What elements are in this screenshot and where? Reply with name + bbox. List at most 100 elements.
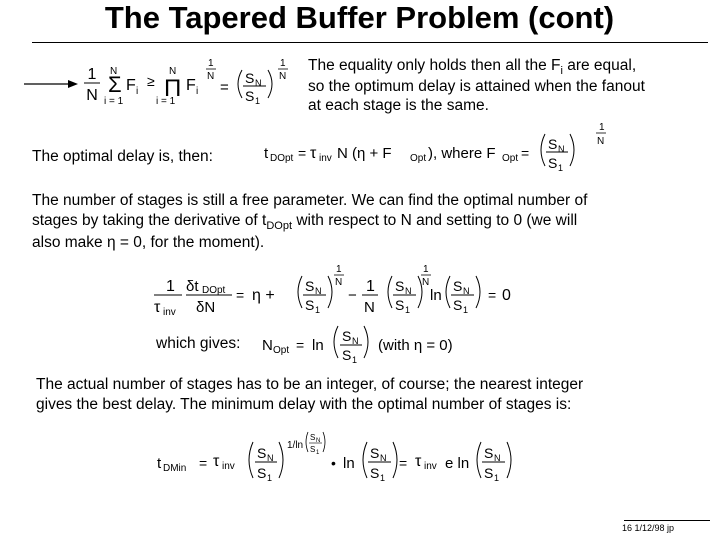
svg-text:1: 1 xyxy=(558,163,563,173)
svg-text:N: N xyxy=(267,453,274,463)
svg-text:1: 1 xyxy=(88,66,97,83)
svg-text:1: 1 xyxy=(463,305,468,315)
svg-text:Opt: Opt xyxy=(273,345,289,356)
footer-divider xyxy=(624,520,710,521)
svg-text:inv: inv xyxy=(163,307,176,318)
svg-text:=: = xyxy=(298,145,306,161)
svg-text:S: S xyxy=(395,278,404,294)
svg-text:=: = xyxy=(399,455,407,471)
svg-text:S: S xyxy=(395,297,404,313)
svg-text:ln: ln xyxy=(343,455,355,472)
svg-text:F: F xyxy=(126,77,136,94)
svg-text:S: S xyxy=(342,347,351,363)
svg-text:η +: η + xyxy=(252,287,275,304)
svg-text:S: S xyxy=(305,297,314,313)
svg-text:1: 1 xyxy=(405,305,410,315)
svg-text:DOpt: DOpt xyxy=(270,153,294,164)
free-param-line-2: stages by taking the derivative of tDOpt… xyxy=(32,212,578,233)
svg-text:δN: δN xyxy=(196,299,215,316)
svg-text:1: 1 xyxy=(352,355,357,365)
svg-text:S: S xyxy=(310,445,315,454)
equality-note-line-1: The equality only holds then all the Fi … xyxy=(308,57,637,78)
svg-text:0: 0 xyxy=(502,287,511,304)
equality-note-line-2: so the optimum delay is attained when th… xyxy=(308,78,645,95)
optimal-delay-equation: t DOpt = τ inv N (η + F Opt ), where F O… xyxy=(264,122,606,173)
svg-text:1: 1 xyxy=(423,264,429,275)
svg-text:N: N xyxy=(169,66,176,77)
svg-text:1: 1 xyxy=(267,473,272,483)
svg-text:N: N xyxy=(315,286,322,296)
svg-text:S: S xyxy=(310,433,315,442)
svg-text:e ln: e ln xyxy=(445,455,469,472)
svg-text:τ: τ xyxy=(310,145,317,162)
svg-text:S: S xyxy=(548,155,557,171)
derivative-equation: 1 τ inv δt DOpt δN = η + S N S 1 1 N − 1… xyxy=(154,264,511,318)
inequality-equation: 1 N N Σ i = 1 F i ≥ N Π i = 1 F i 1 N = … xyxy=(24,58,288,107)
svg-text:N: N xyxy=(463,286,470,296)
svg-text:1: 1 xyxy=(315,305,320,315)
svg-text:τ: τ xyxy=(415,453,422,470)
svg-text:t: t xyxy=(264,145,269,162)
svg-text:N: N xyxy=(597,136,604,147)
svg-text:N: N xyxy=(422,277,429,288)
svg-text:Opt: Opt xyxy=(502,153,518,164)
svg-text:1: 1 xyxy=(166,278,175,295)
svg-text:N: N xyxy=(255,78,262,88)
svg-text:1: 1 xyxy=(494,473,499,483)
svg-text:≥: ≥ xyxy=(147,73,155,89)
optimal-delay-label: The optimal delay is, then: xyxy=(32,148,213,165)
svg-text:S: S xyxy=(257,445,266,461)
svg-text:i = 1: i = 1 xyxy=(104,96,124,107)
svg-text:S: S xyxy=(257,465,266,481)
svg-text:N: N xyxy=(110,66,117,77)
svg-text:S: S xyxy=(342,328,351,344)
free-param-line-3: also make η = 0, for the moment). xyxy=(32,234,265,251)
free-param-line-1: The number of stages is still a free par… xyxy=(32,192,588,209)
svg-text:F: F xyxy=(186,77,196,94)
min-delay-equation: t DMin = τ inv S N S 1 1/ln S N S 1 • ln… xyxy=(157,431,512,483)
integer-line-2: gives the best delay. The minimum delay … xyxy=(36,396,572,413)
svg-text:N: N xyxy=(86,87,98,104)
svg-text:S: S xyxy=(484,465,493,481)
svg-text:1: 1 xyxy=(255,96,260,106)
svg-text:1: 1 xyxy=(316,450,320,456)
svg-text:Π: Π xyxy=(164,75,181,102)
svg-text:N: N xyxy=(279,71,286,82)
svg-text:S: S xyxy=(453,278,462,294)
integer-line-1: The actual number of stages has to be an… xyxy=(36,376,584,393)
svg-text:ln: ln xyxy=(430,287,442,304)
arrow-head-icon xyxy=(68,80,78,88)
svg-text:=: = xyxy=(199,455,207,471)
svg-text:N (η + F: N (η + F xyxy=(337,145,392,162)
svg-text:DOpt: DOpt xyxy=(202,285,226,296)
svg-text:•: • xyxy=(331,455,336,471)
footer-text: 16 1/12/98 jp xyxy=(622,523,675,533)
svg-text:S: S xyxy=(370,445,379,461)
svg-text:S: S xyxy=(484,445,493,461)
svg-text:ln: ln xyxy=(312,337,324,354)
svg-text:=: = xyxy=(488,287,496,303)
svg-text:S: S xyxy=(453,297,462,313)
svg-text:δt: δt xyxy=(186,278,199,295)
svg-text:S: S xyxy=(245,88,254,104)
svg-text:(with η = 0): (with η = 0) xyxy=(378,337,453,354)
svg-text:i: i xyxy=(136,86,138,97)
svg-text:1: 1 xyxy=(208,58,214,69)
svg-text:N: N xyxy=(405,286,412,296)
svg-text:Σ: Σ xyxy=(108,72,122,97)
svg-text:−: − xyxy=(348,287,357,304)
svg-text:DMin: DMin xyxy=(163,463,186,474)
svg-text:S: S xyxy=(245,70,254,86)
svg-text:S: S xyxy=(548,136,557,152)
svg-text:=: = xyxy=(521,145,529,161)
svg-text:N: N xyxy=(380,453,387,463)
svg-text:=: = xyxy=(220,79,229,96)
nopt-equation: N Opt = ln S N S 1 (with η = 0) xyxy=(262,325,453,365)
svg-text:N: N xyxy=(207,71,214,82)
svg-text:i = 1: i = 1 xyxy=(156,96,176,107)
equality-note-line-3: at each stage is the same. xyxy=(308,97,489,114)
svg-text:N: N xyxy=(352,336,359,346)
svg-text:S: S xyxy=(305,278,314,294)
slide-title: The Tapered Buffer Problem (cont) xyxy=(104,0,615,35)
svg-text:N: N xyxy=(558,144,565,154)
